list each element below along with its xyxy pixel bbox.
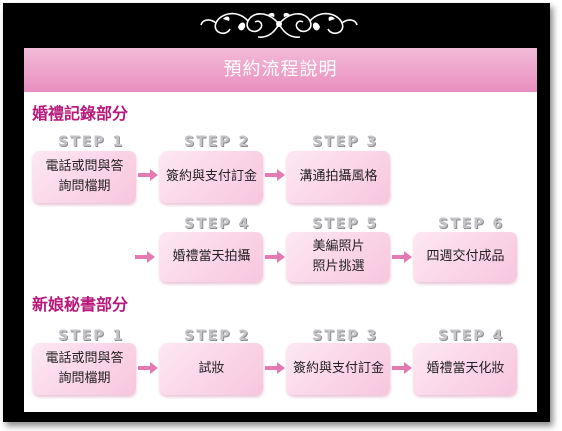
section-title-bridal-stylist: 新娘秘書部分 [32, 295, 129, 314]
step-box: 試妝 [160, 343, 263, 395]
step-text: 溝通拍攝風格 [299, 169, 378, 184]
step-text: 四週交付成品 [426, 249, 505, 264]
step-box: 溝通拍攝風格 [287, 151, 390, 203]
arrow-right-icon [265, 169, 285, 181]
step-box: 婚禮當天化妝 [414, 343, 517, 395]
arrow-right-icon [138, 169, 158, 181]
arrow-right-icon [265, 362, 285, 374]
step-label: STEP 3 [312, 134, 379, 150]
section-title-wedding-record: 婚禮記錄部分 [32, 104, 129, 123]
page-title: 預約流程說明 [223, 59, 338, 80]
step-box: 電話或問與答 詢問檔期 [33, 151, 136, 203]
ornament-icon [200, 12, 358, 38]
step-label: STEP 4 [184, 216, 251, 232]
step-text: 簽約與支付訂金 [292, 361, 384, 376]
step-label: STEP 1 [58, 134, 125, 150]
arrow-right-icon [392, 251, 412, 263]
step-text: 照片挑選 [312, 259, 365, 274]
step-text: 電話或問與答 [45, 351, 124, 366]
step-label: STEP 3 [312, 328, 379, 344]
step-label: STEP 2 [184, 134, 251, 150]
title-bar [24, 48, 537, 92]
step-text: 婚禮當天化妝 [426, 361, 505, 376]
step-text: 試妝 [198, 361, 225, 376]
step-label: STEP 4 [438, 328, 505, 344]
arrow-right-icon [265, 251, 285, 263]
step-box: 四週交付成品 [414, 232, 517, 282]
step-text: 詢問檔期 [58, 371, 111, 386]
step-box: 簽約與支付訂金 [287, 343, 390, 395]
step-box: 美編照片 照片挑選 [287, 232, 390, 282]
step-box: 婚禮當天拍攝 [160, 232, 263, 282]
step-label: STEP 1 [58, 328, 125, 344]
step-text: 詢問檔期 [58, 179, 111, 194]
step-box: 電話或問與答 詢問檔期 [33, 343, 136, 395]
arrow-right-icon [138, 362, 158, 374]
arrow-right-icon [392, 362, 412, 374]
process-panel: 預約流程說明 婚禮記錄部分 STEP 1 電話或問與答 詢問檔期 STEP 2 … [24, 48, 537, 412]
step-label: STEP 5 [312, 216, 379, 232]
step-text: 美編照片 [312, 239, 365, 254]
step-box: 簽約與支付訂金 [160, 151, 263, 203]
step-text: 電話或問與答 [45, 159, 124, 174]
step-label: STEP 2 [184, 328, 251, 344]
step-text: 婚禮當天拍攝 [172, 249, 251, 264]
arrow-right-icon [135, 251, 155, 263]
step-label: STEP 6 [438, 216, 505, 232]
step-text: 簽約與支付訂金 [165, 169, 257, 184]
